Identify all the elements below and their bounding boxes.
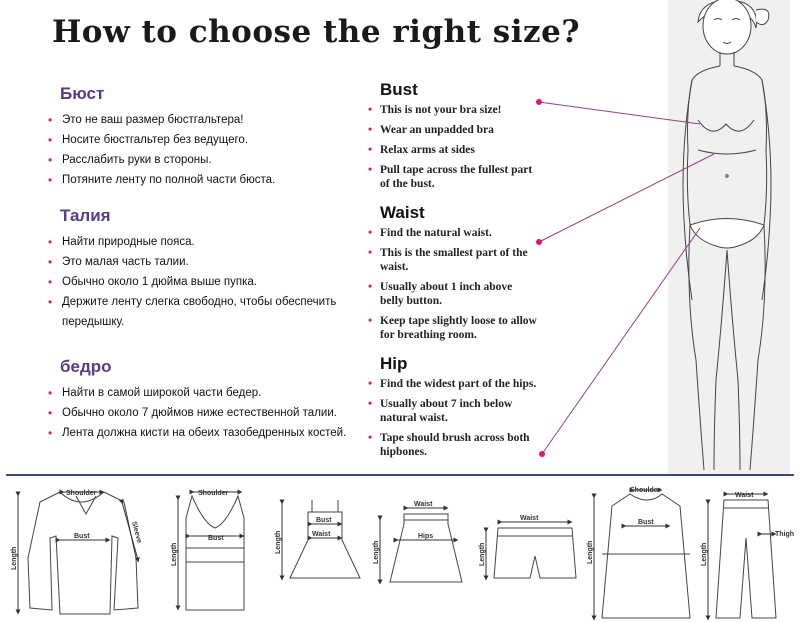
shorts-diagram — [483, 519, 577, 581]
bust-pointer-line — [538, 101, 701, 125]
list-item: Usually about 1 inch above belly button. — [368, 279, 538, 308]
waist-pointer-dot — [536, 239, 542, 245]
list-item: Это не ваш размер бюстгальтера! — [48, 110, 380, 130]
pants-waist-label: Waist — [735, 492, 754, 499]
skirt-length-label: Length — [373, 541, 380, 564]
list-item: Найти природные пояса. — [48, 232, 358, 252]
en-bust-section: Bust This is not your bra size! Wear an … — [368, 80, 538, 197]
en-bust-heading: Bust — [380, 80, 418, 99]
ru-bust-list: Это не ваш размер бюстгальтера! Носите б… — [48, 110, 380, 190]
list-item: Это малая часть талии. — [48, 252, 358, 272]
pants-diagram — [705, 491, 777, 621]
list-item: Потяните ленту по полной части бюста. — [48, 170, 380, 190]
bust-pointer-dot — [536, 99, 542, 105]
dress-diagram — [279, 499, 361, 581]
list-item: Usually about 7 inch below natural waist… — [368, 396, 538, 425]
list-item: Find the natural waist. — [368, 225, 538, 240]
ru-hip-section: бедро Найти в самой широкой части бедер.… — [48, 357, 380, 443]
ru-bust-section: Бюст Это не ваш размер бюстгальтера! Нос… — [48, 84, 380, 190]
shorts-waist-label: Waist — [520, 515, 539, 522]
ru-hip-list: Найти в самой широкой части бедер. Обычн… — [48, 383, 380, 443]
shirt-diagram — [15, 489, 140, 615]
list-item: Держите ленту слегка свободно, чтобы обе… — [48, 292, 358, 332]
section-divider — [6, 474, 794, 476]
dress-waist-label: Waist — [312, 531, 331, 538]
en-hip-list: Find the widest part of the hips. Usuall… — [368, 376, 538, 459]
hip-pointer-dot — [539, 451, 545, 457]
skirt-diagram — [377, 505, 463, 585]
shorts-length-label: Length — [479, 543, 486, 566]
list-item: Pull tape across the fullest part of the… — [368, 162, 538, 191]
en-hip-heading: Hip — [380, 354, 408, 373]
shirt-bust-label: Bust — [74, 533, 90, 540]
ru-waist-list: Найти природные пояса. Это малая часть т… — [48, 232, 358, 332]
tank-diagram — [175, 489, 245, 611]
list-item: This is not your bra size! — [368, 102, 538, 117]
tank-shoulder-label: Shoulder — [198, 490, 229, 497]
coat-shoulder-label: Shoulder — [630, 487, 661, 494]
en-waist-heading: Waist — [380, 203, 425, 222]
en-waist-section: Waist Find the natural waist. This is th… — [368, 203, 538, 348]
ru-waist-heading: Талия — [60, 206, 111, 225]
coat-length-label: Length — [587, 541, 594, 564]
shirt-shoulder-label: Shoulder — [66, 490, 97, 497]
pointer-lines — [536, 99, 715, 457]
waist-pointer-line — [538, 153, 715, 243]
skirt-hips-label: Hips — [418, 533, 433, 540]
pants-length-label: Length — [701, 543, 708, 566]
coat-bust-label: Bust — [638, 519, 654, 526]
coat-diagram — [591, 487, 691, 621]
list-item: Обычно около 1 дюйма выше пупка. — [48, 272, 358, 292]
tank-bust-label: Bust — [208, 535, 224, 542]
ru-hip-heading: бедро — [60, 357, 112, 376]
list-item: Найти в самой широкой части бедер. — [48, 383, 380, 403]
garment-diagrams: Shoulder Bust Length Sleeve Shoulder Bus… — [11, 487, 794, 621]
ru-bust-heading: Бюст — [60, 84, 105, 103]
en-hip-section: Hip Find the widest part of the hips. Us… — [368, 354, 538, 465]
list-item: Find the widest part of the hips. — [368, 376, 538, 391]
ru-waist-section: Талия Найти природные пояса. Это малая ч… — [48, 206, 380, 332]
dress-bust-label: Bust — [316, 517, 332, 524]
hip-pointer-line — [541, 227, 701, 455]
list-item: Keep tape slightly loose to allow for br… — [368, 313, 538, 342]
body-figure-panel — [668, 0, 790, 474]
page-title: How to choose the right size? — [52, 14, 580, 50]
list-item: Носите бюстгальтер без ведущего. — [48, 130, 380, 150]
dress-length-label: Length — [275, 531, 282, 554]
list-item: This is the smallest part of the waist. — [368, 245, 538, 274]
list-item: Wear an unpadded bra — [368, 122, 538, 137]
list-item: Tape should brush across both hipbones. — [368, 430, 538, 459]
en-waist-list: Find the natural waist. This is the smal… — [368, 225, 538, 342]
skirt-waist-label: Waist — [414, 501, 433, 508]
list-item: Расслабить руки в стороны. — [48, 150, 380, 170]
body-figure-illustration — [682, 0, 772, 471]
pants-thigh-label: Thigh — [775, 531, 794, 538]
list-item: Relax arms at sides — [368, 142, 538, 157]
list-item: Лента должна кисти на обеих тазобедренны… — [48, 423, 380, 443]
tank-length-label: Length — [171, 543, 178, 566]
shirt-length-label: Length — [11, 547, 18, 570]
list-item: Обычно около 7 дюймов ниже естественной … — [48, 403, 380, 423]
en-bust-list: This is not your bra size! Wear an unpad… — [368, 102, 538, 191]
